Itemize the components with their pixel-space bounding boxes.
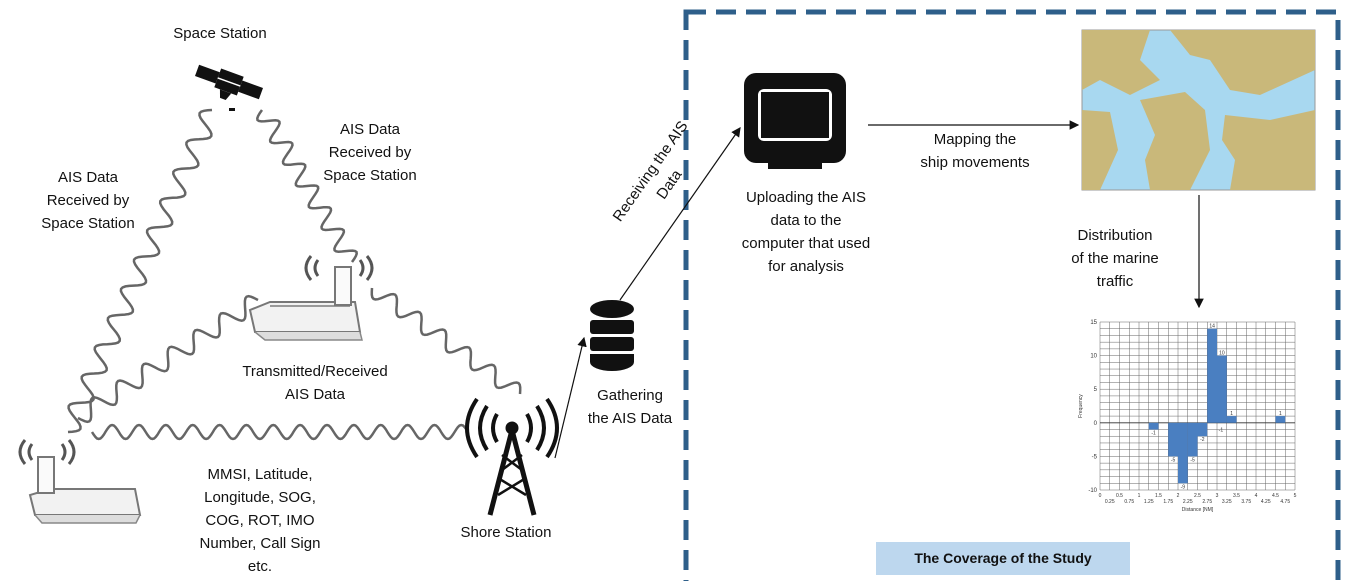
chart-xtick-minor-label: 2.25 — [1183, 499, 1193, 505]
chart-ytick-label: 5 — [1094, 387, 1098, 393]
chart-bar — [1217, 355, 1227, 423]
chart-bars — [1148, 328, 1286, 484]
chart-data-label: 10 — [1219, 351, 1225, 357]
chart-xtick-label: 3 — [1216, 493, 1219, 499]
ship-top-icon — [248, 266, 363, 341]
computer-monitor-icon — [744, 73, 846, 169]
mapping-label: Mapping the ship movements — [920, 131, 1030, 171]
transmitted-label: Transmitted/Received AIS Data — [242, 363, 388, 403]
chart-ytick-label: 10 — [1090, 354, 1097, 360]
ais-received-right-label: AIS Data Received by Space Station — [323, 121, 417, 184]
shore-station-label: Shore Station — [460, 524, 552, 541]
ais-received-left-label: AIS Data Received by Space Station — [41, 169, 135, 232]
chart-xtick-minor-label: 2.75 — [1202, 499, 1212, 505]
chart-data-label: 1 — [1230, 411, 1233, 417]
gathering-label: Gathering the AIS Data — [587, 387, 673, 427]
chart-data-label: -1 — [1151, 431, 1156, 437]
chart-data-label: -1 — [1219, 428, 1224, 434]
wave-ship-top-to-shore — [370, 287, 522, 395]
satellite-icon — [194, 64, 264, 100]
antenna-waves-left-icon — [18, 439, 76, 465]
wave-ship-left-to-shore — [90, 423, 470, 441]
chart-data-label: 14 — [1209, 324, 1215, 330]
chart-bar — [1168, 422, 1178, 457]
chart-xtick-label: 1.5 — [1155, 493, 1162, 499]
chart-bar — [1148, 422, 1159, 430]
wave-ship-to-satellite-left — [67, 108, 213, 434]
chart-data-label: 1 — [1279, 411, 1282, 417]
database-icon — [590, 300, 634, 371]
chart-ytick-label: 15 — [1090, 320, 1097, 326]
chart-ytick-label: -10 — [1088, 488, 1097, 494]
chart-xtick-minor-label: 3.25 — [1222, 499, 1232, 505]
chart-xtick-label: 0.5 — [1116, 493, 1123, 499]
chart-xtick-minor-label: 0.25 — [1105, 499, 1115, 505]
chart-data-label: -5 — [1190, 457, 1195, 463]
arrow-shore-to-db — [554, 336, 587, 459]
chart-ytick-label: 0 — [1094, 421, 1098, 427]
chart-bar — [1178, 422, 1188, 484]
chart-xtick-label: 2.5 — [1194, 493, 1201, 499]
chart-xtick-label: 5 — [1294, 493, 1297, 499]
signal-waves — [67, 108, 522, 441]
arrow-db-to-computer — [619, 127, 741, 301]
chart-xtick-label: 4.5 — [1272, 493, 1279, 499]
chart-xlabel: Distance [NM] — [1182, 507, 1214, 513]
chart-bar — [1197, 422, 1208, 437]
chart-bar — [1275, 416, 1286, 423]
chart-xtick-label: 0 — [1099, 493, 1102, 499]
chart-xtick-minor-label: 1.75 — [1163, 499, 1173, 505]
antenna-waves-top-icon — [304, 255, 374, 281]
chart-xtick-label: 2 — [1177, 493, 1180, 499]
chart-xtick-minor-label: 1.25 — [1144, 499, 1154, 505]
mmsi-label: MMSI, Latitude, Longitude, SOG, COG, ROT… — [199, 466, 321, 575]
chart-xtick-label: 1 — [1138, 493, 1141, 499]
chart-xtick-minor-label: 0.75 — [1124, 499, 1134, 505]
distribution-label: Distribution of the marine traffic — [1071, 227, 1159, 290]
coverage-border — [683, 9, 1341, 581]
wave-satellite-to-ship-right — [256, 109, 358, 263]
uploading-label: Uploading the AIS data to the computer t… — [741, 189, 871, 275]
chart-ytick-label: -5 — [1092, 454, 1098, 460]
chart-xtick-label: 4 — [1255, 493, 1258, 499]
ship-left-icon — [28, 456, 142, 524]
chart-data-label: -9 — [1181, 484, 1186, 490]
chart-xtick-minor-label: 3.75 — [1241, 499, 1251, 505]
chart-xtick-minor-label: 4.75 — [1280, 499, 1290, 505]
chart-xtick-label: 3.5 — [1233, 493, 1240, 499]
chart-ylabel: Frequency — [1078, 394, 1084, 418]
chart-bar — [1187, 422, 1198, 457]
chart-bar — [1226, 416, 1237, 423]
satellite-beam-icon — [229, 108, 235, 111]
chart-xtick-minor-label: 4.25 — [1261, 499, 1271, 505]
map-image — [1081, 29, 1316, 191]
coverage-title: The Coverage of the Study — [876, 542, 1130, 575]
space-station-label: Space Station — [173, 25, 267, 42]
wave-ship-left-to-ship-top — [77, 294, 259, 424]
shore-station-tower-icon — [465, 397, 559, 516]
chart-data-label: -5 — [1171, 457, 1176, 463]
chart-bar — [1207, 328, 1217, 423]
chart-data-label: -2 — [1200, 437, 1205, 443]
chart-grid — [1099, 321, 1296, 491]
